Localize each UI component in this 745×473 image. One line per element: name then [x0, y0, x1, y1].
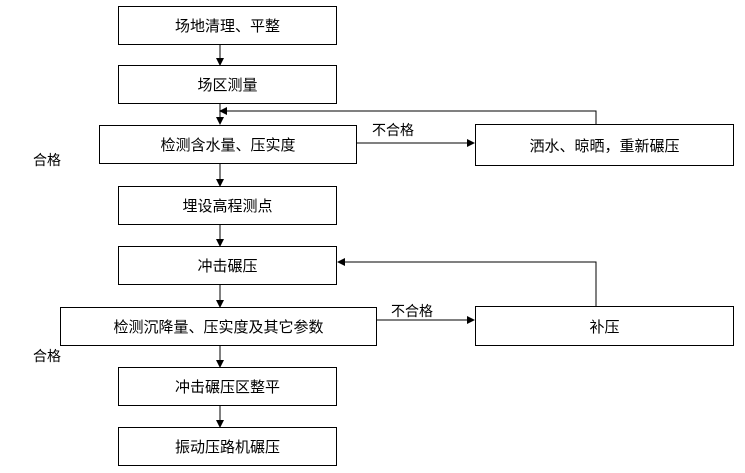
pass-label-1: 合格 — [33, 153, 61, 169]
fail-label-1: 不合格 — [372, 123, 414, 139]
return-line-2 — [337, 258, 597, 306]
rework-supplementary-rolling: 补压 — [475, 306, 734, 346]
step-impact-rolling: 冲击碾压 — [118, 246, 337, 285]
rework-water-dry-reroll: 洒水、晾晒，重新碾压 — [475, 124, 734, 166]
step-elevation-points: 埋设高程测点 — [118, 186, 337, 225]
step-vibratory-rolling: 振动压路机碾压 — [118, 427, 337, 466]
step-settlement-test: 检测沉降量、压实度及其它参数 — [60, 307, 377, 346]
step-site-survey: 场区测量 — [118, 65, 337, 104]
pass-label-2: 合格 — [33, 349, 61, 365]
fail-label-2: 不合格 — [391, 304, 433, 320]
return-line-1 — [219, 107, 597, 124]
step-site-clearing: 场地清理、平整 — [118, 6, 337, 45]
step-moisture-compaction-test: 检测含水量、压实度 — [99, 125, 357, 164]
step-leveling: 冲击碾压区整平 — [118, 367, 337, 406]
